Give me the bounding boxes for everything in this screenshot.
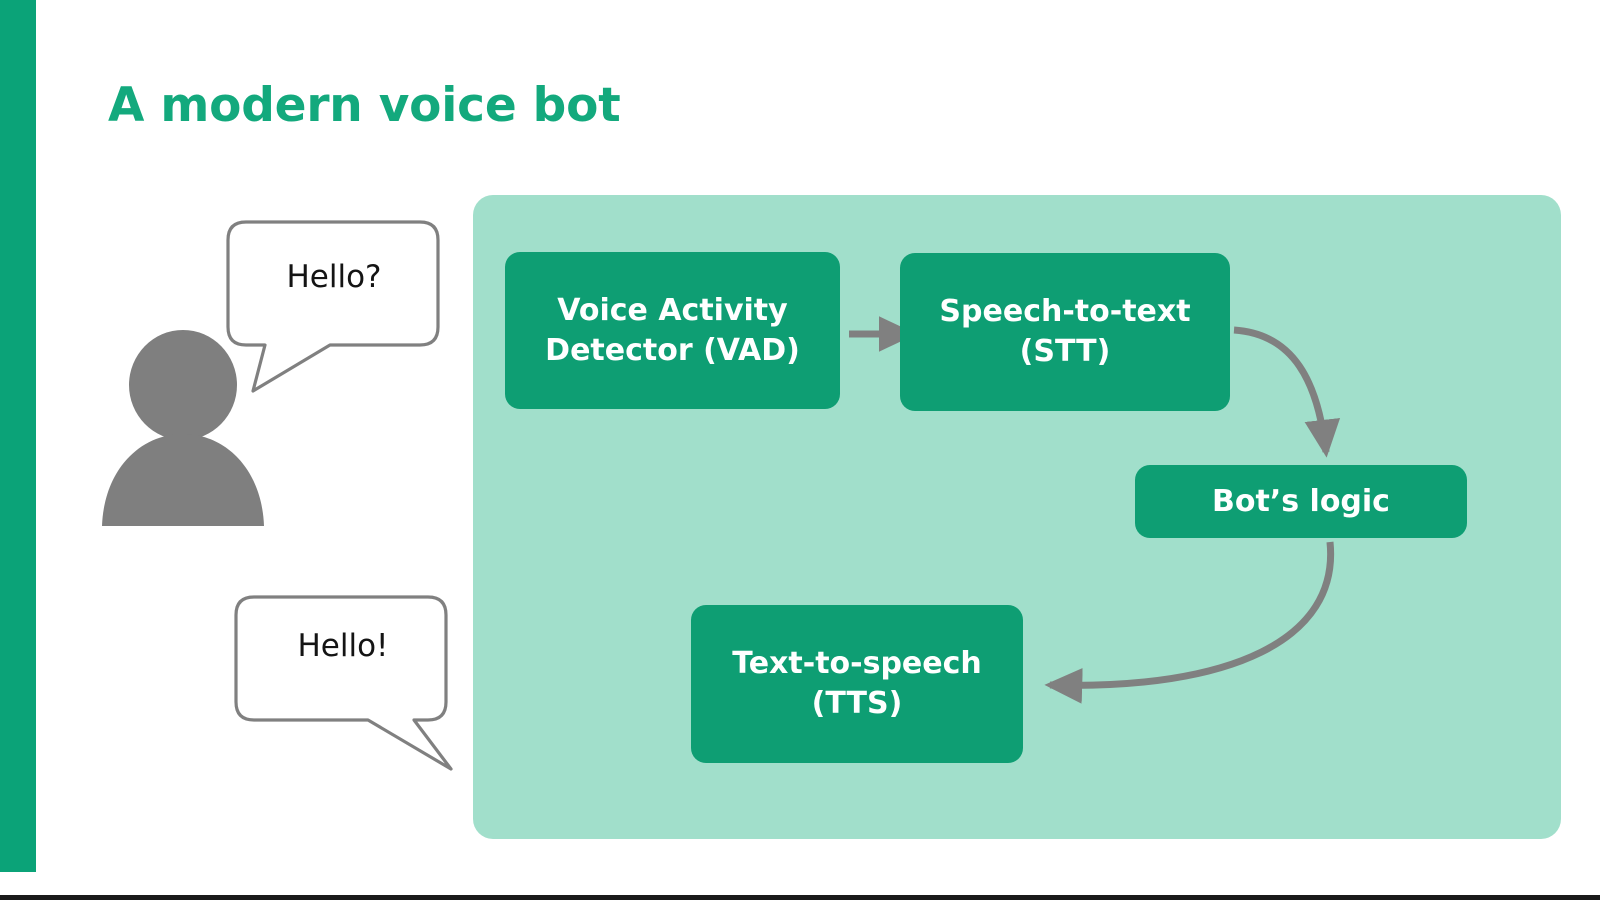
bottom-rule	[0, 895, 1600, 900]
stage-box-stt[interactable]: Speech-to-text (STT)	[900, 253, 1230, 411]
stage-box-vad[interactable]: Voice Activity Detector (VAD)	[505, 252, 840, 409]
page-title: A modern voice bot	[108, 78, 621, 133]
stage-box-bot-logic[interactable]: Bot’s logic	[1135, 465, 1467, 538]
speech-bubble-user-label: Hello?	[286, 259, 382, 295]
left-accent-bar	[0, 0, 36, 872]
stage-box-tts[interactable]: Text-to-speech (TTS)	[691, 605, 1023, 763]
speech-bubble-bot-label: Hello!	[297, 628, 389, 664]
speech-bubble-bot	[230, 589, 470, 779]
person-icon	[98, 330, 268, 530]
speech-bubble-user	[222, 214, 462, 404]
